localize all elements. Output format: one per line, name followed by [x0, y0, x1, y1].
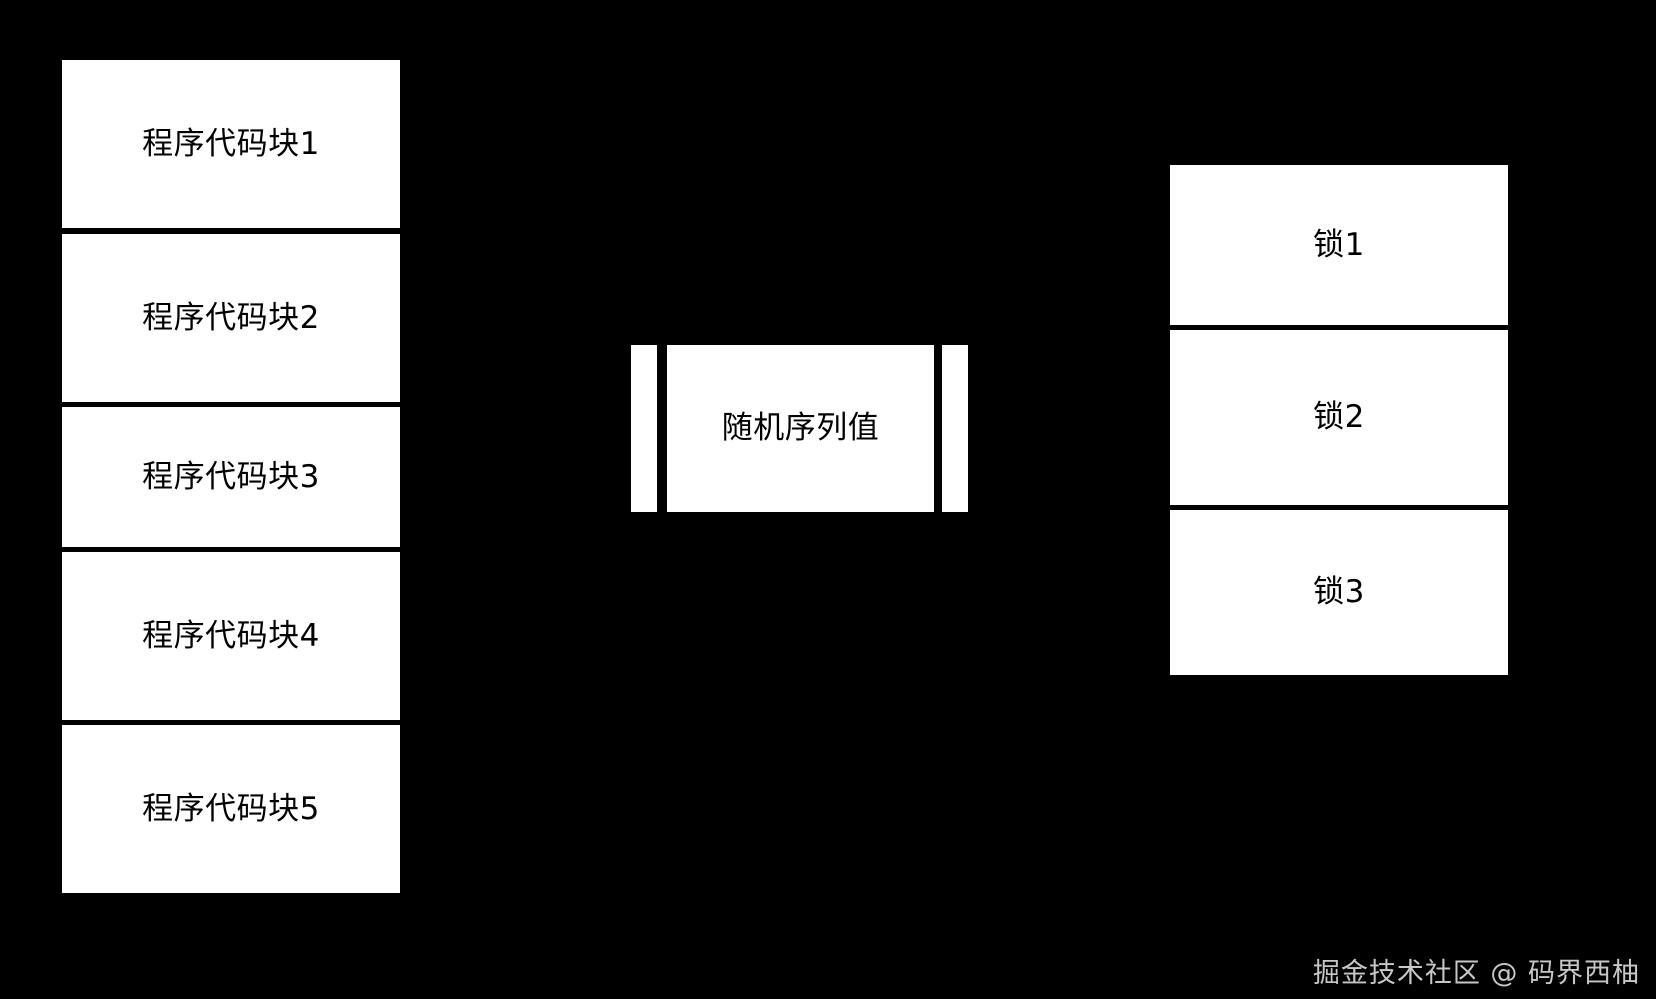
- sequence-right-bar: [942, 345, 968, 512]
- lock-block-3-label: 锁3: [1313, 574, 1365, 610]
- lock-block-1[interactable]: 锁1: [1170, 165, 1508, 325]
- code-block-3[interactable]: 程序代码块3: [62, 407, 400, 547]
- random-sequence-group: 随机序列值: [631, 345, 968, 512]
- code-block-separator-2: [62, 402, 400, 407]
- program-code-block-stack: 程序代码块1 程序代码块2 程序代码块3 程序代码块4 程序代码块5: [62, 60, 400, 893]
- lock-separator-1: [1170, 325, 1508, 330]
- code-block-4-label: 程序代码块4: [142, 617, 320, 654]
- code-block-1-label: 程序代码块1: [142, 125, 320, 162]
- code-block-4[interactable]: 程序代码块4: [62, 552, 400, 720]
- code-block-2[interactable]: 程序代码块2: [62, 234, 400, 402]
- code-block-separator-3: [62, 547, 400, 552]
- lock-block-2-label: 锁2: [1313, 399, 1365, 435]
- lock-block-1-label: 锁1: [1313, 226, 1365, 263]
- lock-separator-2: [1170, 505, 1508, 510]
- random-sequence-value-box[interactable]: 随机序列值: [667, 345, 934, 512]
- code-block-separator-1: [62, 228, 400, 234]
- code-block-5-label: 程序代码块5: [142, 790, 320, 827]
- random-sequence-value-label: 随机序列值: [721, 410, 880, 446]
- lock-stack: 锁1 锁2 锁3: [1170, 165, 1508, 680]
- watermark-text: 掘金技术社区 @ 码界西柚: [1312, 958, 1640, 989]
- code-block-3-label: 程序代码块3: [142, 458, 320, 495]
- code-block-1[interactable]: 程序代码块1: [62, 60, 400, 228]
- code-block-5[interactable]: 程序代码块5: [62, 725, 400, 893]
- sequence-left-bar: [631, 345, 657, 512]
- code-block-2-label: 程序代码块2: [142, 299, 320, 336]
- code-block-separator-4: [62, 720, 400, 725]
- lock-block-2[interactable]: 锁2: [1170, 330, 1508, 505]
- lock-block-3[interactable]: 锁3: [1170, 510, 1508, 675]
